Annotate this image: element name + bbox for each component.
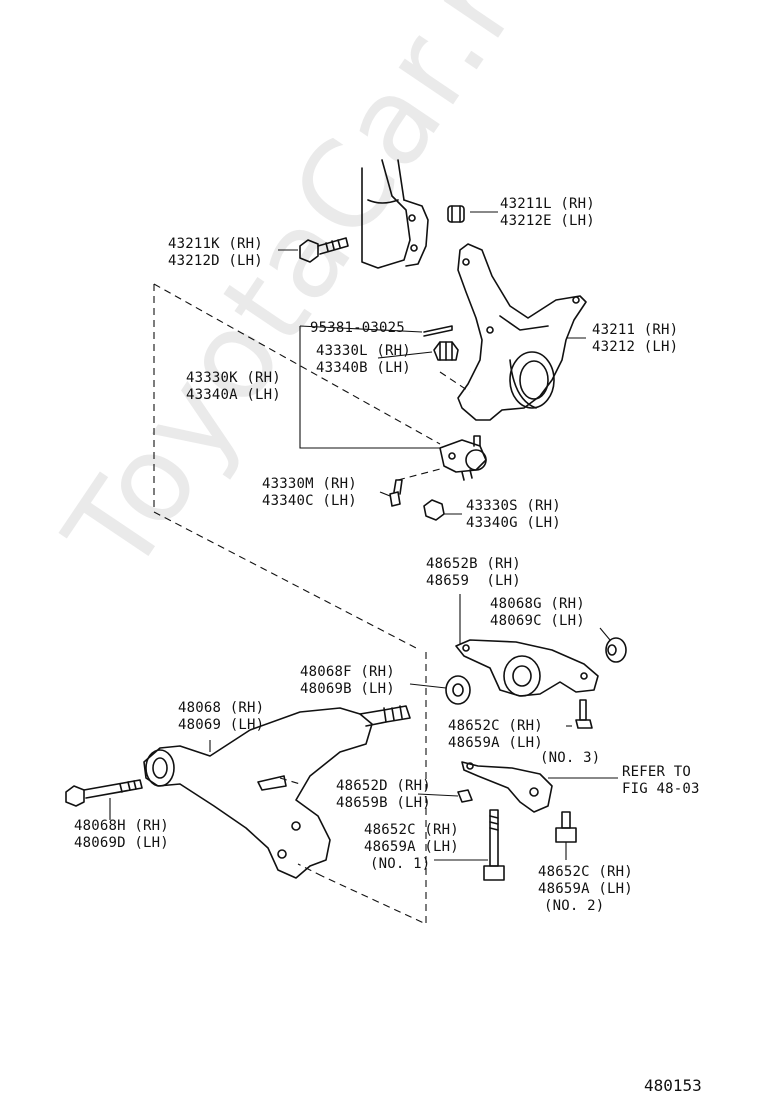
- bolt-43330M: [389, 479, 403, 507]
- steering-knuckle: [457, 243, 587, 421]
- callout-48068F: 48068F (RH)48069B (LH): [300, 664, 395, 697]
- callout-43211: 43211 (RH)43212 (LH): [592, 322, 679, 355]
- callout-48068: 48068 (RH)48069 (LH): [178, 700, 265, 733]
- callout-no3: (NO. 3): [540, 750, 601, 766]
- dashed-guides: [153, 283, 471, 925]
- nut-43211L: [447, 205, 465, 223]
- callout-43211K: 43211K (RH)43212D (LH): [168, 236, 263, 269]
- bolt-48068H: [65, 779, 143, 807]
- callout-48068H: 48068H (RH)48069D (LH): [74, 818, 169, 851]
- callout-43330L: 43330L (RH)43340B (LH): [316, 343, 411, 376]
- figure-number: 480153: [644, 1076, 702, 1095]
- bolt-48652C-no1: [483, 809, 505, 881]
- bolt-43211K: [299, 237, 349, 263]
- strut-assembly: [361, 159, 429, 269]
- cotter-pin: [423, 325, 453, 337]
- lower-control-arm: [143, 705, 411, 879]
- callout-48652C-no2: 48652C (RH)48659A (LH)(NO. 2): [538, 864, 633, 914]
- callout-95381: 95381-03025: [310, 320, 405, 336]
- bolt-48652C-a: [575, 699, 593, 729]
- callout-43330S: 43330S (RH)43340G (LH): [466, 498, 561, 531]
- bracket-lower: [461, 761, 553, 813]
- callout-43330M: 43330M (RH)43340C (LH): [262, 476, 357, 509]
- callout-48652C-no1: 48652C (RH)48659A (LH)(NO. 1): [364, 822, 459, 872]
- ball-joint: [439, 435, 487, 481]
- callout-43211L: 43211L (RH)43212E (LH): [500, 196, 595, 229]
- bolt-48652C-no2: [555, 811, 577, 843]
- callout-48652B: 48652B (RH)48659 (LH): [426, 556, 521, 589]
- washer-48068F: [445, 675, 471, 705]
- leader-lines: [109, 211, 618, 861]
- callout-48652D: 48652D (RH)48659B (LH): [336, 778, 431, 811]
- castle-nut: [433, 341, 459, 361]
- callout-48068G: 48068G (RH)48069C (LH): [490, 596, 585, 629]
- nut-48652D: [457, 789, 473, 803]
- callout-43330K: 43330K (RH)43340A (LH): [186, 370, 281, 403]
- callout-48652C-mid: 48652C (RH)48659A (LH): [448, 718, 543, 751]
- nut-43330S: [423, 499, 445, 521]
- bracket-48652B: [455, 639, 599, 697]
- bushing-48068G: [605, 637, 627, 663]
